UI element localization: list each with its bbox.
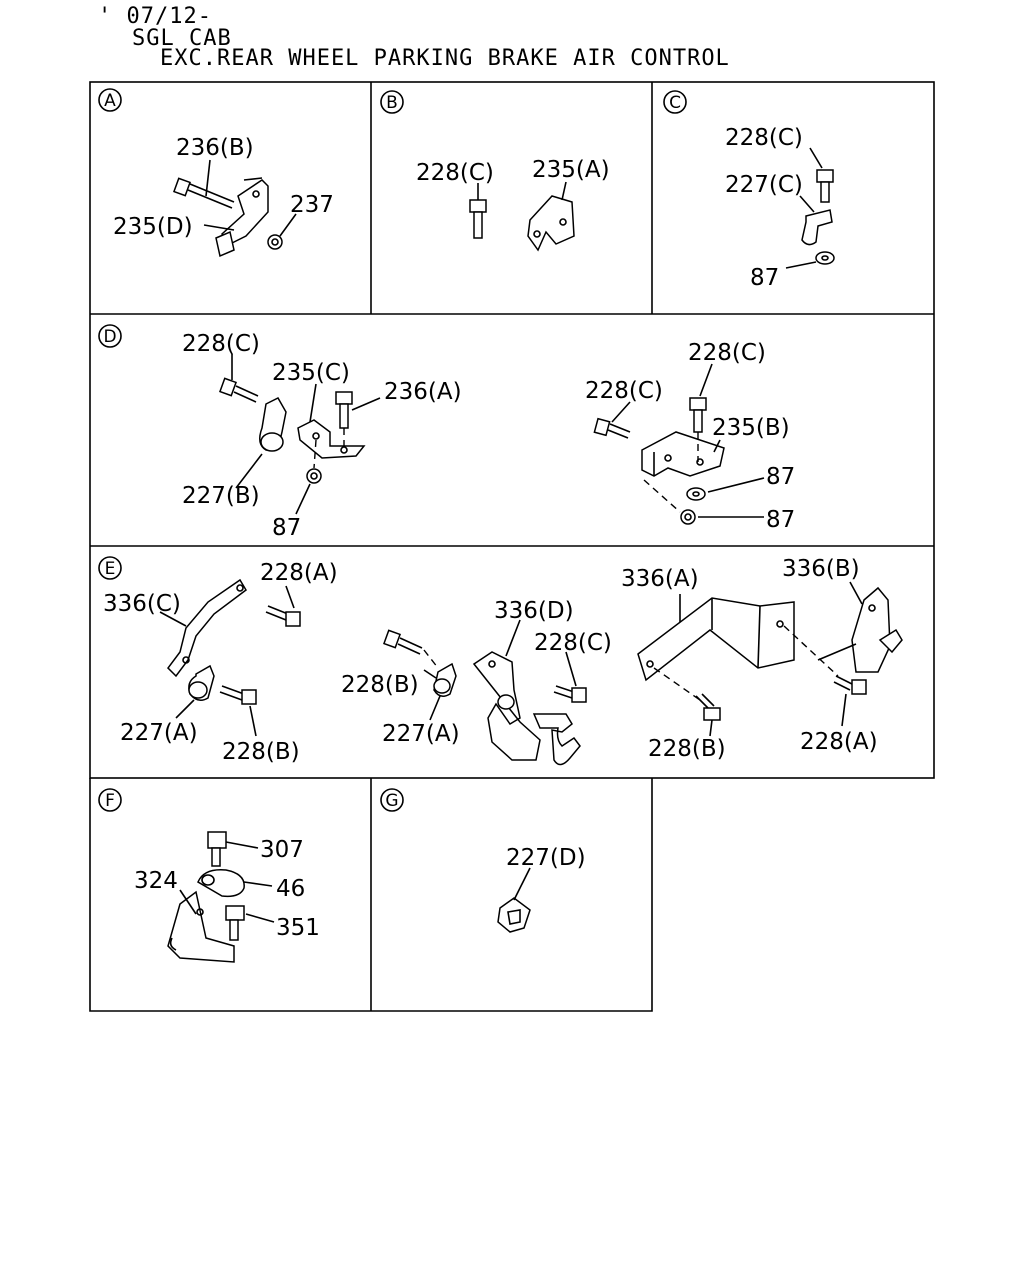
bolt-icon [816,169,834,203]
panel-d-parts: 228(C) 235(C) 236(A) 227(B) 87 [182,331,795,541]
label-237: 237 [290,192,334,218]
label-227d: 227(D) [506,845,586,871]
label-228c-left: 228(C) [585,378,663,404]
svg-text:C: C [669,93,681,113]
panel-c-marker: C [663,90,687,114]
label-228b: 228(B) [341,672,419,698]
svg-text:E: E [105,559,116,579]
panel-b-parts: 228(C) 235(A) [416,157,610,252]
bolt-icon [553,685,587,703]
svg-text:B: B [386,93,398,113]
bolt-icon [695,693,721,721]
label-228a: 228(A) [260,560,338,586]
svg-text:D: D [103,327,116,347]
label-228c-top: 228(C) [688,340,766,366]
label-235a: 235(A) [532,157,610,183]
label-236a: 236(A) [384,379,462,405]
label-235d: 235(D) [113,214,193,240]
label-228c: 228(C) [534,630,612,656]
bolt-icon [469,199,487,239]
label-228a: 228(A) [800,729,878,755]
label-46: 46 [276,876,305,902]
bracket-icon [641,431,725,477]
washer-icon [815,251,835,265]
bracket-icon [851,586,903,673]
label-236b: 236(B) [176,135,254,161]
label-307: 307 [260,837,304,863]
label-228c: 228(C) [725,125,803,151]
bolt-icon [335,391,353,429]
washer-icon [686,487,706,501]
svg-text:F: F [105,791,115,811]
label-87: 87 [750,265,779,291]
panel-a-parts: 236(B) 235(D) 237 [113,135,334,258]
panel-a-marker: A [98,88,122,112]
bracket-icon [215,177,269,258]
label-227a: 227(A) [382,721,460,747]
label-227a: 227(A) [120,720,198,746]
clip-icon [188,664,215,701]
bolt-icon [219,377,259,403]
header-condition: EXC.REAR WHEEL PARKING BRAKE AIR CONTROL [160,46,730,71]
panel-e-parts: 228(A) 336(C) 227(A) 228(B) [103,556,903,766]
panel-c-parts: 228(C) 227(C) 87 [725,125,835,291]
label-228c: 228(C) [182,331,260,357]
panel-b-marker: B [380,90,404,114]
clip-icon [497,897,531,933]
bolt-icon [265,605,301,627]
clip-icon [532,713,581,766]
bracket-icon [297,419,366,459]
label-336a: 336(A) [621,566,699,592]
header-date-range: ' 07/12- [98,4,212,29]
label-336d: 336(D) [494,598,574,624]
bolt-icon [173,177,235,209]
label-87: 87 [272,515,301,541]
bolt-icon [833,675,867,695]
label-228c: 228(C) [416,160,494,186]
label-228b: 228(B) [222,739,300,765]
panel-g-marker: G [380,788,404,812]
nut-icon [680,509,696,525]
clip-icon [259,397,287,452]
panel-f-marker: F [98,788,122,812]
label-87-nut: 87 [766,507,795,533]
label-336b: 336(B) [782,556,860,582]
svg-text:A: A [104,91,116,111]
bolt-icon [225,905,245,941]
label-228b: 228(B) [648,736,726,762]
bracket-icon [637,597,795,682]
panel-f-parts: 307 324 46 351 [134,831,320,963]
header-cab-type: SGL CAB [132,26,232,51]
label-227b: 227(B) [182,483,260,509]
panel-e-marker: E [98,556,122,580]
bracket-icon [527,195,575,252]
clamp-icon [197,869,245,898]
label-87-washer: 87 [766,464,795,490]
nut-icon [306,468,322,484]
panel-g-parts: 227(D) [497,845,586,933]
bolt-icon [207,831,227,867]
label-351: 351 [276,915,320,941]
panel-d-marker: D [98,324,122,348]
panel-grid [89,81,935,1012]
bracket-icon [167,890,235,963]
clip-icon [433,662,457,697]
bracket-icon [167,578,247,678]
bolt-icon [593,417,631,439]
bolt-icon [383,629,423,655]
label-235b: 235(B) [712,415,790,441]
nut-icon [267,234,283,250]
bracket-icon [472,651,541,761]
label-324: 324 [134,868,178,894]
label-227c: 227(C) [725,172,803,198]
clip-icon [801,209,833,246]
bolt-icon [689,397,707,433]
bolt-icon [219,685,257,705]
svg-text:G: G [385,791,398,811]
label-235c: 235(C) [272,360,350,386]
label-336c: 336(C) [103,591,181,617]
